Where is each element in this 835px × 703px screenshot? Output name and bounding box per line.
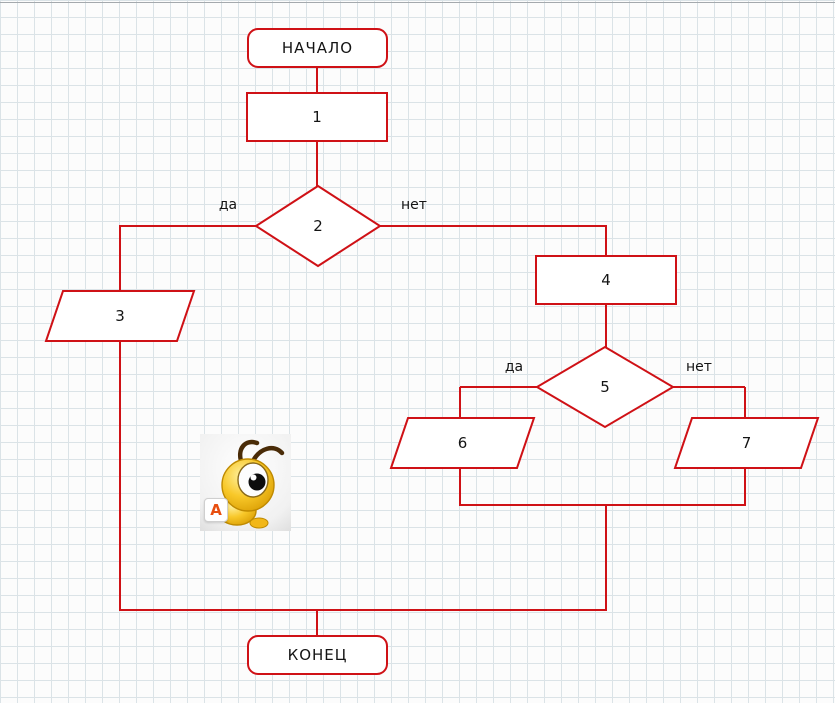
- decision5-yes-label: да: [504, 359, 524, 375]
- node-decision5: 5: [536, 346, 674, 428]
- node-process4-label: 4: [601, 271, 611, 289]
- edge-decision5-no-horizontal: [672, 386, 745, 388]
- io6-parallelogram-shape: [390, 417, 535, 469]
- node-end-label: КОНЕЦ: [287, 646, 348, 664]
- edge-process4-to-decision5: [605, 304, 607, 347]
- node-io7-label: 7: [741, 434, 752, 452]
- io7-parallelogram-shape: [674, 417, 819, 469]
- ant-mascot-icon: [200, 434, 291, 531]
- edge-merge-horizontal: [459, 504, 746, 506]
- node-decision2-label: 2: [313, 217, 323, 235]
- decision5-no-label: нет: [686, 359, 712, 375]
- edge-process1-to-decision2: [316, 142, 318, 187]
- webmoney-ant-mascot-image: A: [200, 434, 291, 531]
- node-process1: 1: [246, 92, 388, 142]
- mascot-letter-badge: A: [204, 498, 228, 522]
- node-decision2: 2: [255, 185, 381, 267]
- edge-io6-down: [459, 468, 461, 506]
- node-io6: 6: [390, 417, 535, 469]
- edge-bottom-horizontal: [119, 609, 607, 611]
- edge-merge-down: [605, 506, 607, 611]
- edge-decision2-no-horizontal: [379, 225, 607, 227]
- decision5-diamond-shape: [536, 346, 674, 428]
- top-rule-line: [0, 2, 835, 3]
- edge-decision5-yes-vertical: [459, 387, 461, 418]
- decision2-diamond-shape: [255, 185, 381, 267]
- node-process4: 4: [535, 255, 677, 305]
- node-start: НАЧАЛО: [247, 28, 388, 68]
- edge-decision2-no-vertical: [605, 226, 607, 256]
- edge-to-end: [316, 611, 318, 636]
- edge-decision5-no-vertical: [744, 387, 746, 418]
- io3-parallelogram-shape: [45, 290, 195, 342]
- node-io3: 3: [45, 290, 195, 342]
- node-io7: 7: [674, 417, 819, 469]
- node-process1-label: 1: [312, 108, 322, 126]
- edge-decision2-yes-vertical: [119, 225, 121, 291]
- edge-io7-down: [744, 468, 746, 506]
- decision2-no-label: нет: [401, 197, 427, 213]
- node-end: КОНЕЦ: [247, 635, 388, 675]
- edge-decision5-yes-horizontal: [460, 386, 538, 388]
- edge-start-to-process1: [316, 68, 318, 93]
- node-start-label: НАЧАЛО: [281, 39, 354, 57]
- edge-decision2-yes-horizontal: [120, 225, 257, 227]
- decision2-yes-label: да: [218, 197, 238, 213]
- mascot-letter: A: [210, 501, 222, 519]
- node-io6-label: 6: [457, 434, 468, 452]
- edge-io3-down: [119, 341, 121, 611]
- node-decision5-label: 5: [600, 378, 610, 396]
- node-io3-label: 3: [115, 307, 125, 325]
